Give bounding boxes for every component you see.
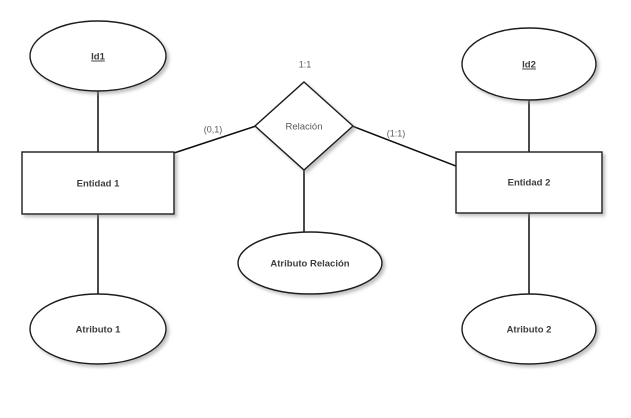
- atributo-relacion-label: Atributo Relación: [270, 259, 349, 270]
- atributo-2-label: Atributo 2: [507, 325, 552, 336]
- relacion-diamond[interactable]: [253, 81, 355, 171]
- node-id1[interactable]: Id1: [29, 20, 167, 92]
- node-atributo-2[interactable]: Atributo 2: [461, 293, 597, 365]
- id1-ellipse[interactable]: [29, 20, 167, 92]
- atributo-1-ellipse[interactable]: [29, 293, 167, 365]
- cardinality-left-label: (0,1): [204, 124, 223, 134]
- relacion-label: Relación: [286, 122, 323, 133]
- cardinality-label-layer: 1:1 (0,1) (1:1): [204, 59, 406, 138]
- entidad-2-rect[interactable]: [455, 151, 603, 214]
- node-atributo-1[interactable]: Atributo 1: [29, 293, 167, 365]
- node-atributo-relacion[interactable]: Atributo Relación: [237, 231, 383, 295]
- entidad-1-label: Entidad 1: [77, 179, 120, 190]
- node-entidad-1[interactable]: Entidad 1: [21, 151, 175, 215]
- entidad-1-rect[interactable]: [21, 151, 175, 215]
- cardinality-right-label: (1:1): [387, 128, 406, 138]
- node-entidad-2[interactable]: Entidad 2: [455, 151, 603, 214]
- node-layer: Id1 Id2 Entidad 1 Entidad 2 Relación: [21, 20, 603, 365]
- id2-label: Id2: [522, 60, 536, 71]
- connector-layer: [97, 91, 530, 295]
- node-id2[interactable]: Id2: [461, 27, 597, 101]
- edge-entidad1-to-relacion: [173, 125, 257, 154]
- entidad-2-label: Entidad 2: [508, 178, 551, 189]
- atributo-relacion-ellipse[interactable]: [237, 231, 383, 295]
- id1-label: Id1: [91, 52, 105, 63]
- id2-ellipse[interactable]: [461, 27, 597, 101]
- cardinality-top-label: 1:1: [299, 59, 312, 69]
- atributo-2-ellipse[interactable]: [461, 293, 597, 365]
- edge-relacion-to-entidad2: [351, 125, 457, 167]
- atributo-1-label: Atributo 1: [76, 325, 122, 336]
- node-relacion[interactable]: Relación: [253, 81, 355, 171]
